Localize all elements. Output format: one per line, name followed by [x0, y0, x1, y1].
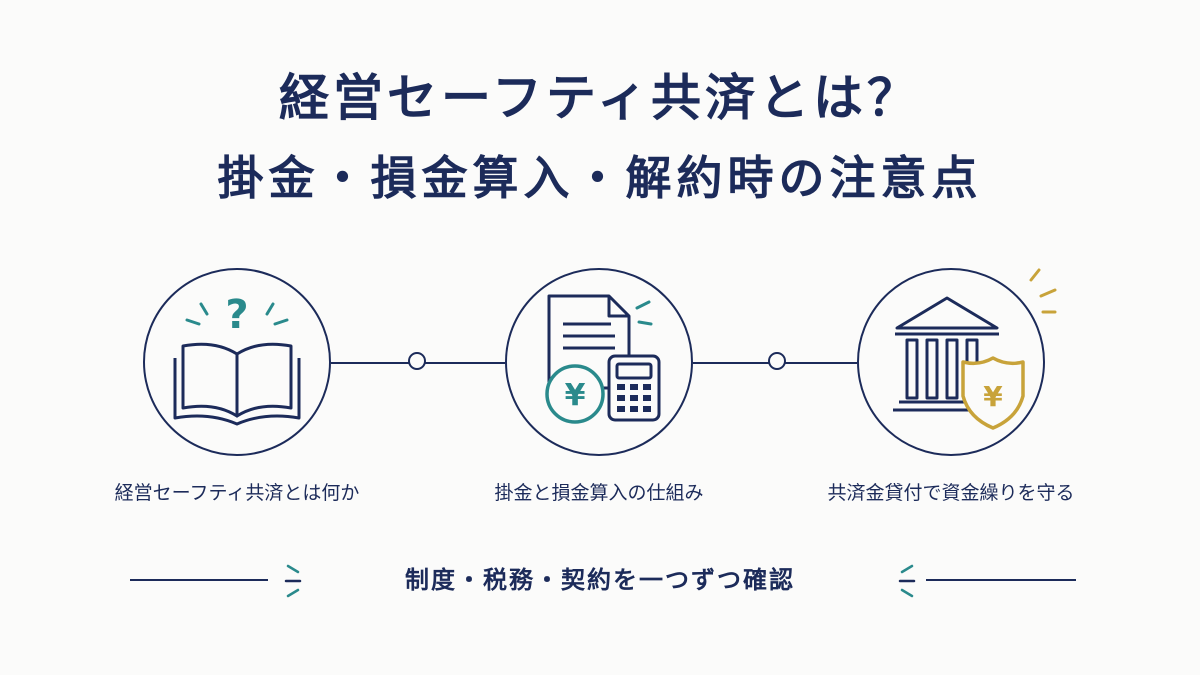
footer-tagline: 制度・税務・契約を一つずつ確認: [405, 566, 795, 594]
svg-text:¥: ¥: [983, 380, 1003, 413]
shield-icon: [961, 356, 1025, 430]
footer-rule-right: [926, 579, 1076, 581]
footer-spark-right-icon: [898, 564, 916, 598]
svg-text:¥: ¥: [565, 378, 586, 413]
footer-rule-left: [130, 579, 268, 581]
step-2-caption: 掛金と損金算入の仕組み: [494, 482, 704, 504]
yen-coin-icon: [545, 364, 605, 424]
step-3-caption: 共済金貸付で資金繰りを守る: [827, 482, 1075, 504]
connector-node-1: [408, 352, 426, 370]
question-mark: ?: [225, 292, 248, 338]
connector-node-2: [768, 352, 786, 370]
open-book-question-icon: ?: [173, 292, 301, 426]
bank-shield-yen-icon: ¥: [893, 268, 1057, 430]
footer-spark-left-icon: [284, 564, 302, 598]
document-yen-calculator-icon: ¥: [545, 294, 661, 424]
step-1-caption: 経営セーフティ共済とは何か: [114, 482, 360, 504]
page-title: 経営セーフティ共済とは？: [279, 69, 921, 127]
page-subtitle: 掛金・損金算入・解約時の注意点: [217, 151, 983, 205]
